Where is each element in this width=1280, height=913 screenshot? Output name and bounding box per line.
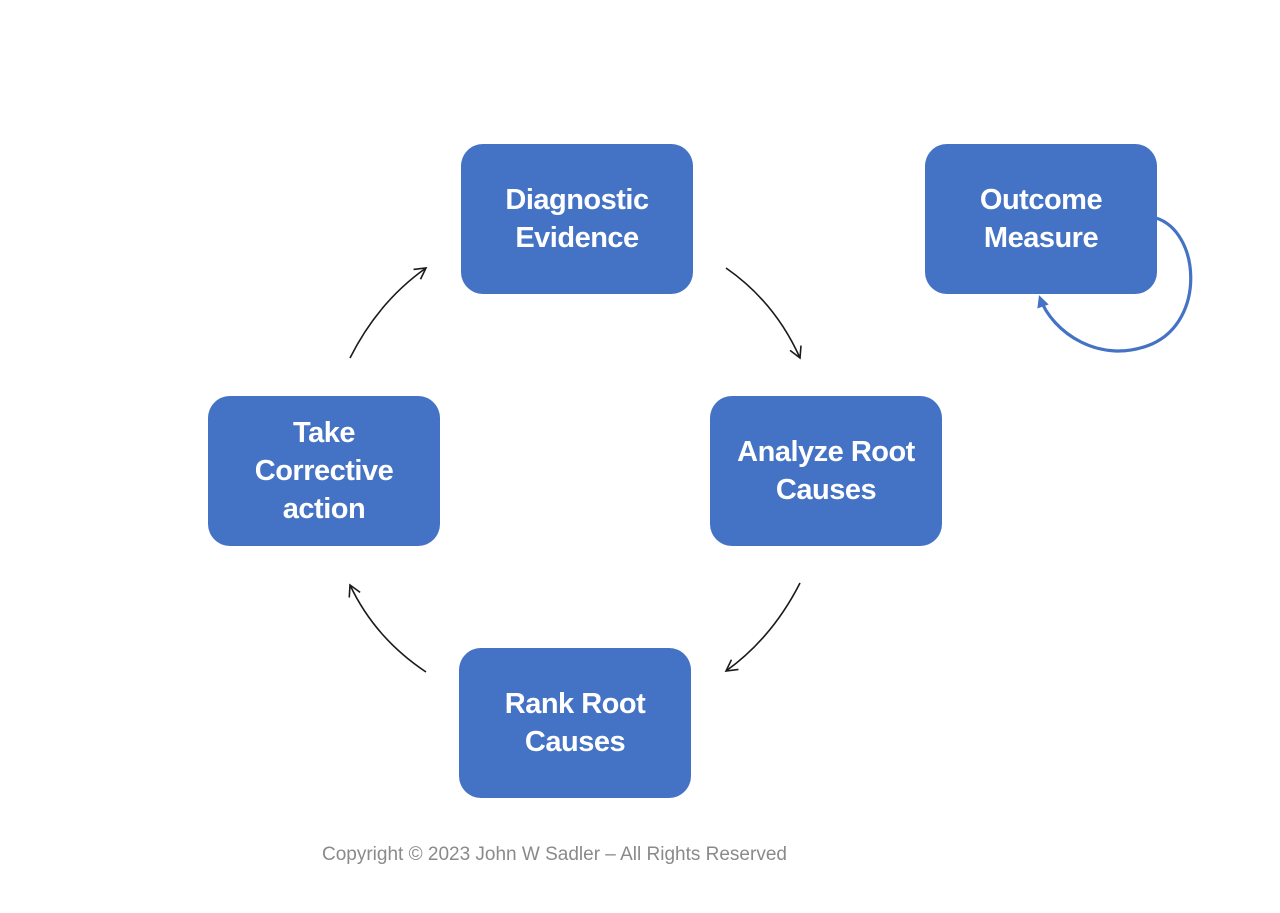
arrow-take-to-diagnostic xyxy=(349,267,428,359)
arrow-diagnostic-to-analyze xyxy=(725,267,802,360)
copyright-notice: Copyright © 2023 John W Sadler – All Rig… xyxy=(322,844,787,865)
node-rank-root-causes: Rank Root Causes xyxy=(459,648,691,798)
arrow-analyze-to-rank xyxy=(724,582,801,672)
node-outcome-measure: Outcome Measure xyxy=(925,144,1157,294)
node-diagnostic-evidence: Diagnostic Evidence xyxy=(461,144,693,294)
arrow-rank-to-take xyxy=(348,583,427,673)
node-take-corrective-action: Take Corrective action xyxy=(208,396,440,546)
node-analyze-root-causes: Analyze Root Causes xyxy=(710,396,942,546)
